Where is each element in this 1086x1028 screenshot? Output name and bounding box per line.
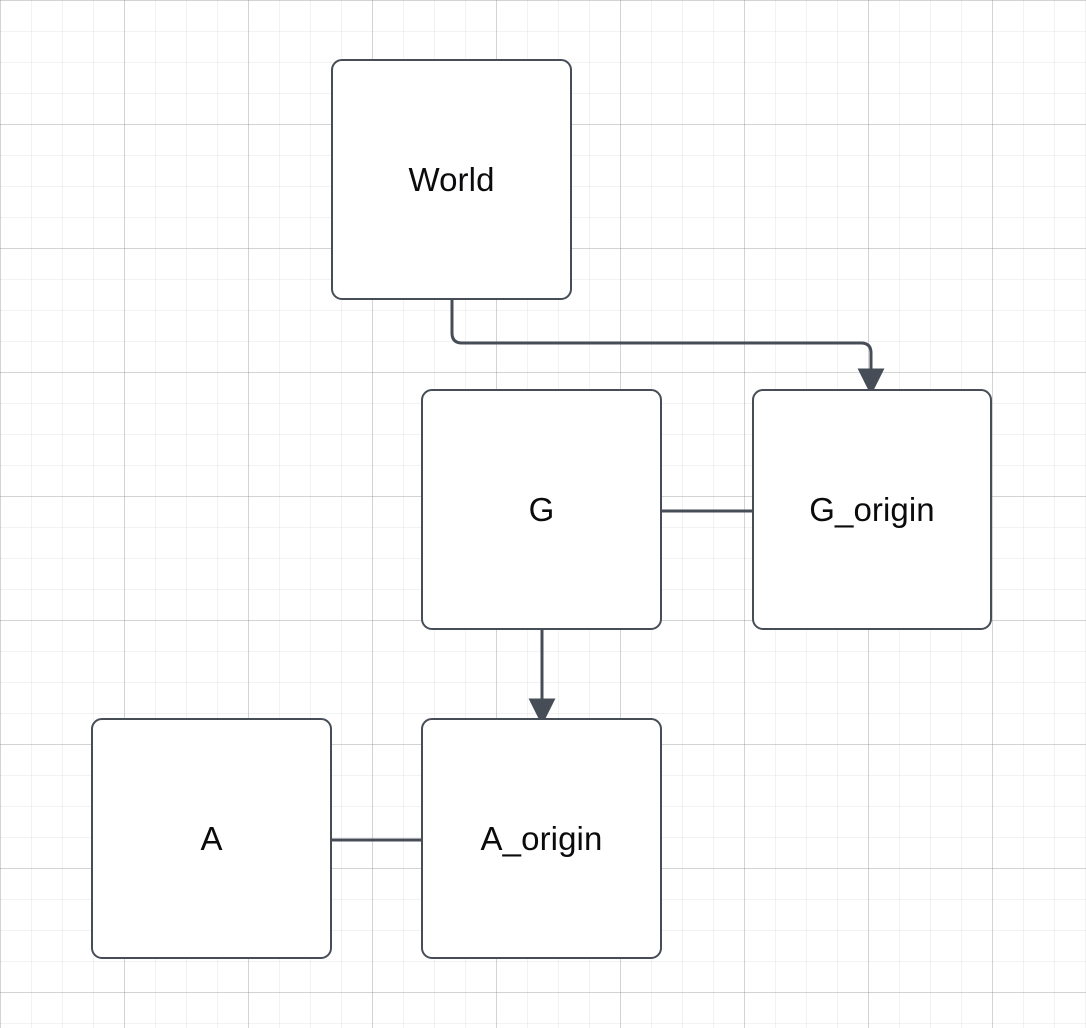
node-g-label: G xyxy=(528,491,555,528)
node-g[interactable]: G xyxy=(421,389,662,630)
edge-world-to-g-origin[interactable] xyxy=(450,300,885,396)
node-a-origin-label: A_origin xyxy=(480,820,603,857)
node-g-origin-label: G_origin xyxy=(809,491,935,528)
node-a-origin[interactable]: A_origin xyxy=(421,718,662,959)
node-world-label: World xyxy=(408,161,495,198)
node-a[interactable]: A xyxy=(91,718,332,959)
node-a-label: A xyxy=(200,820,223,857)
node-g-origin[interactable]: G_origin xyxy=(752,389,992,630)
node-world[interactable]: World xyxy=(331,59,572,300)
